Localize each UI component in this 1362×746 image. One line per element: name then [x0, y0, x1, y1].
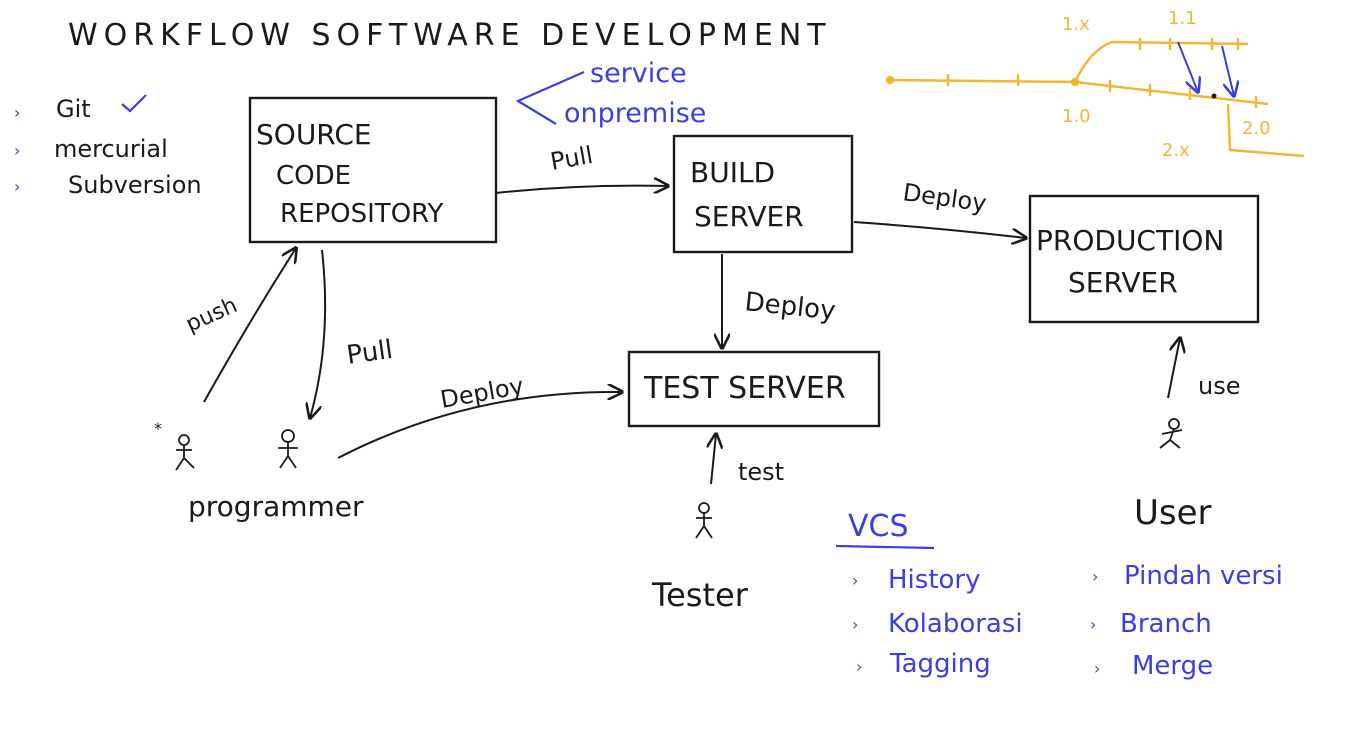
production-label-line2: SERVER [1068, 266, 1178, 299]
svg-text:›: › [1092, 567, 1098, 586]
branch-1x-line [1073, 40, 1249, 83]
label-push: push [182, 293, 241, 338]
hosting-service: service [590, 58, 687, 89]
label-deploy-build-prod: Deploy [901, 178, 988, 217]
label-pull-repo-build: Pull [548, 141, 595, 176]
arrow-user-to-production [1167, 338, 1180, 399]
arrow-programmer-to-test [337, 392, 622, 459]
vcs-feature-tagging: Tagging [889, 649, 991, 679]
source-code-repository-box: SOURCE CODE REPOSITORY [248, 96, 498, 244]
svg-text:›: › [852, 615, 858, 634]
svg-text:›: › [1090, 615, 1096, 634]
actor-user: User [1134, 493, 1212, 533]
arrow-pull-to-programmer [310, 249, 327, 418]
label-deploy-prog-test: Deploy [438, 372, 526, 414]
vcs-feature-kolaborasi: Kolaborasi [888, 609, 1023, 639]
user-figure [1159, 418, 1183, 449]
label-deploy-build-test: Deploy [743, 287, 837, 326]
hosting-options: service onpremise [515, 58, 706, 129]
production-label-line1: PRODUCTION [1036, 224, 1224, 257]
bullet-subversion: › [14, 177, 20, 196]
arrow-push [203, 248, 296, 403]
vcs-feature-pindah-versi: Pindah versi [1124, 561, 1283, 591]
repo-label-line1: SOURCE [256, 118, 372, 151]
branch-label-2x: 2.x [1162, 140, 1190, 161]
build-label-line1: BUILD [690, 156, 775, 189]
arrow-build-to-production [853, 221, 1026, 238]
label-pull-programmer: Pull [345, 335, 395, 371]
bullet-mercurial: › [14, 141, 20, 160]
vcs-feature-merge: Merge [1132, 651, 1213, 681]
branch-label-2-0: 2.0 [1242, 118, 1271, 139]
tester-figure [695, 502, 713, 539]
hosting-onpremise: onpremise [564, 98, 706, 129]
merge-arrow-1 [1177, 41, 1198, 92]
label-test: test [738, 458, 784, 486]
bullet-git: › [14, 103, 20, 122]
vcs-feature-history: History [888, 565, 981, 595]
repo-label-line2: CODE [276, 161, 351, 191]
tool-subversion: Subversion [68, 171, 202, 199]
svg-text:›: › [852, 571, 858, 590]
merge-arrows [1177, 41, 1234, 99]
branch-label-1x: 1.x [1062, 14, 1090, 35]
test-server-box: TEST SERVER [627, 350, 881, 428]
build-server-box: BUILD SERVER [672, 134, 854, 254]
vcs-features: VCS › History › Kolaborasi › Tagging › P… [835, 509, 1283, 681]
svg-text:*: * [154, 419, 162, 438]
hosting-bracket [515, 70, 585, 125]
tool-mercurial: mercurial [54, 135, 168, 163]
merge-arrow-2 [1221, 45, 1234, 96]
actor-tester: Tester [651, 576, 749, 614]
branch-label-1-1: 1.1 [1168, 8, 1197, 29]
arrows [203, 186, 1180, 485]
build-label-line2: SERVER [694, 200, 804, 233]
vcs-heading: VCS [848, 509, 909, 544]
svg-text:›: › [1094, 659, 1100, 678]
production-server-box: PRODUCTION SERVER [1028, 194, 1260, 324]
branch-2x-line [1226, 103, 1305, 158]
programmer-figure-1: * [154, 419, 195, 471]
programmer-figure-2 [278, 429, 298, 469]
repo-label-line3: REPOSITORY [280, 199, 444, 229]
diagram-title: WORKFLOW SOFTWARE DEVELOPMENT [68, 18, 832, 53]
arrow-tester-to-test [711, 434, 716, 485]
branch-label-1-0: 1.0 [1062, 106, 1091, 127]
label-use: use [1198, 372, 1240, 400]
vcs-underline [835, 544, 935, 550]
vcs-tool-list: › Git › mercurial › Subversion [14, 94, 202, 199]
svg-text:›: › [856, 657, 862, 676]
actor-programmer: programmer [188, 490, 364, 523]
check-mark-icon [121, 94, 147, 113]
test-server-label: TEST SERVER [643, 371, 846, 406]
vcs-feature-branch: Branch [1120, 609, 1212, 639]
tool-git: Git [56, 95, 91, 123]
arrow-repo-to-build [495, 186, 668, 193]
